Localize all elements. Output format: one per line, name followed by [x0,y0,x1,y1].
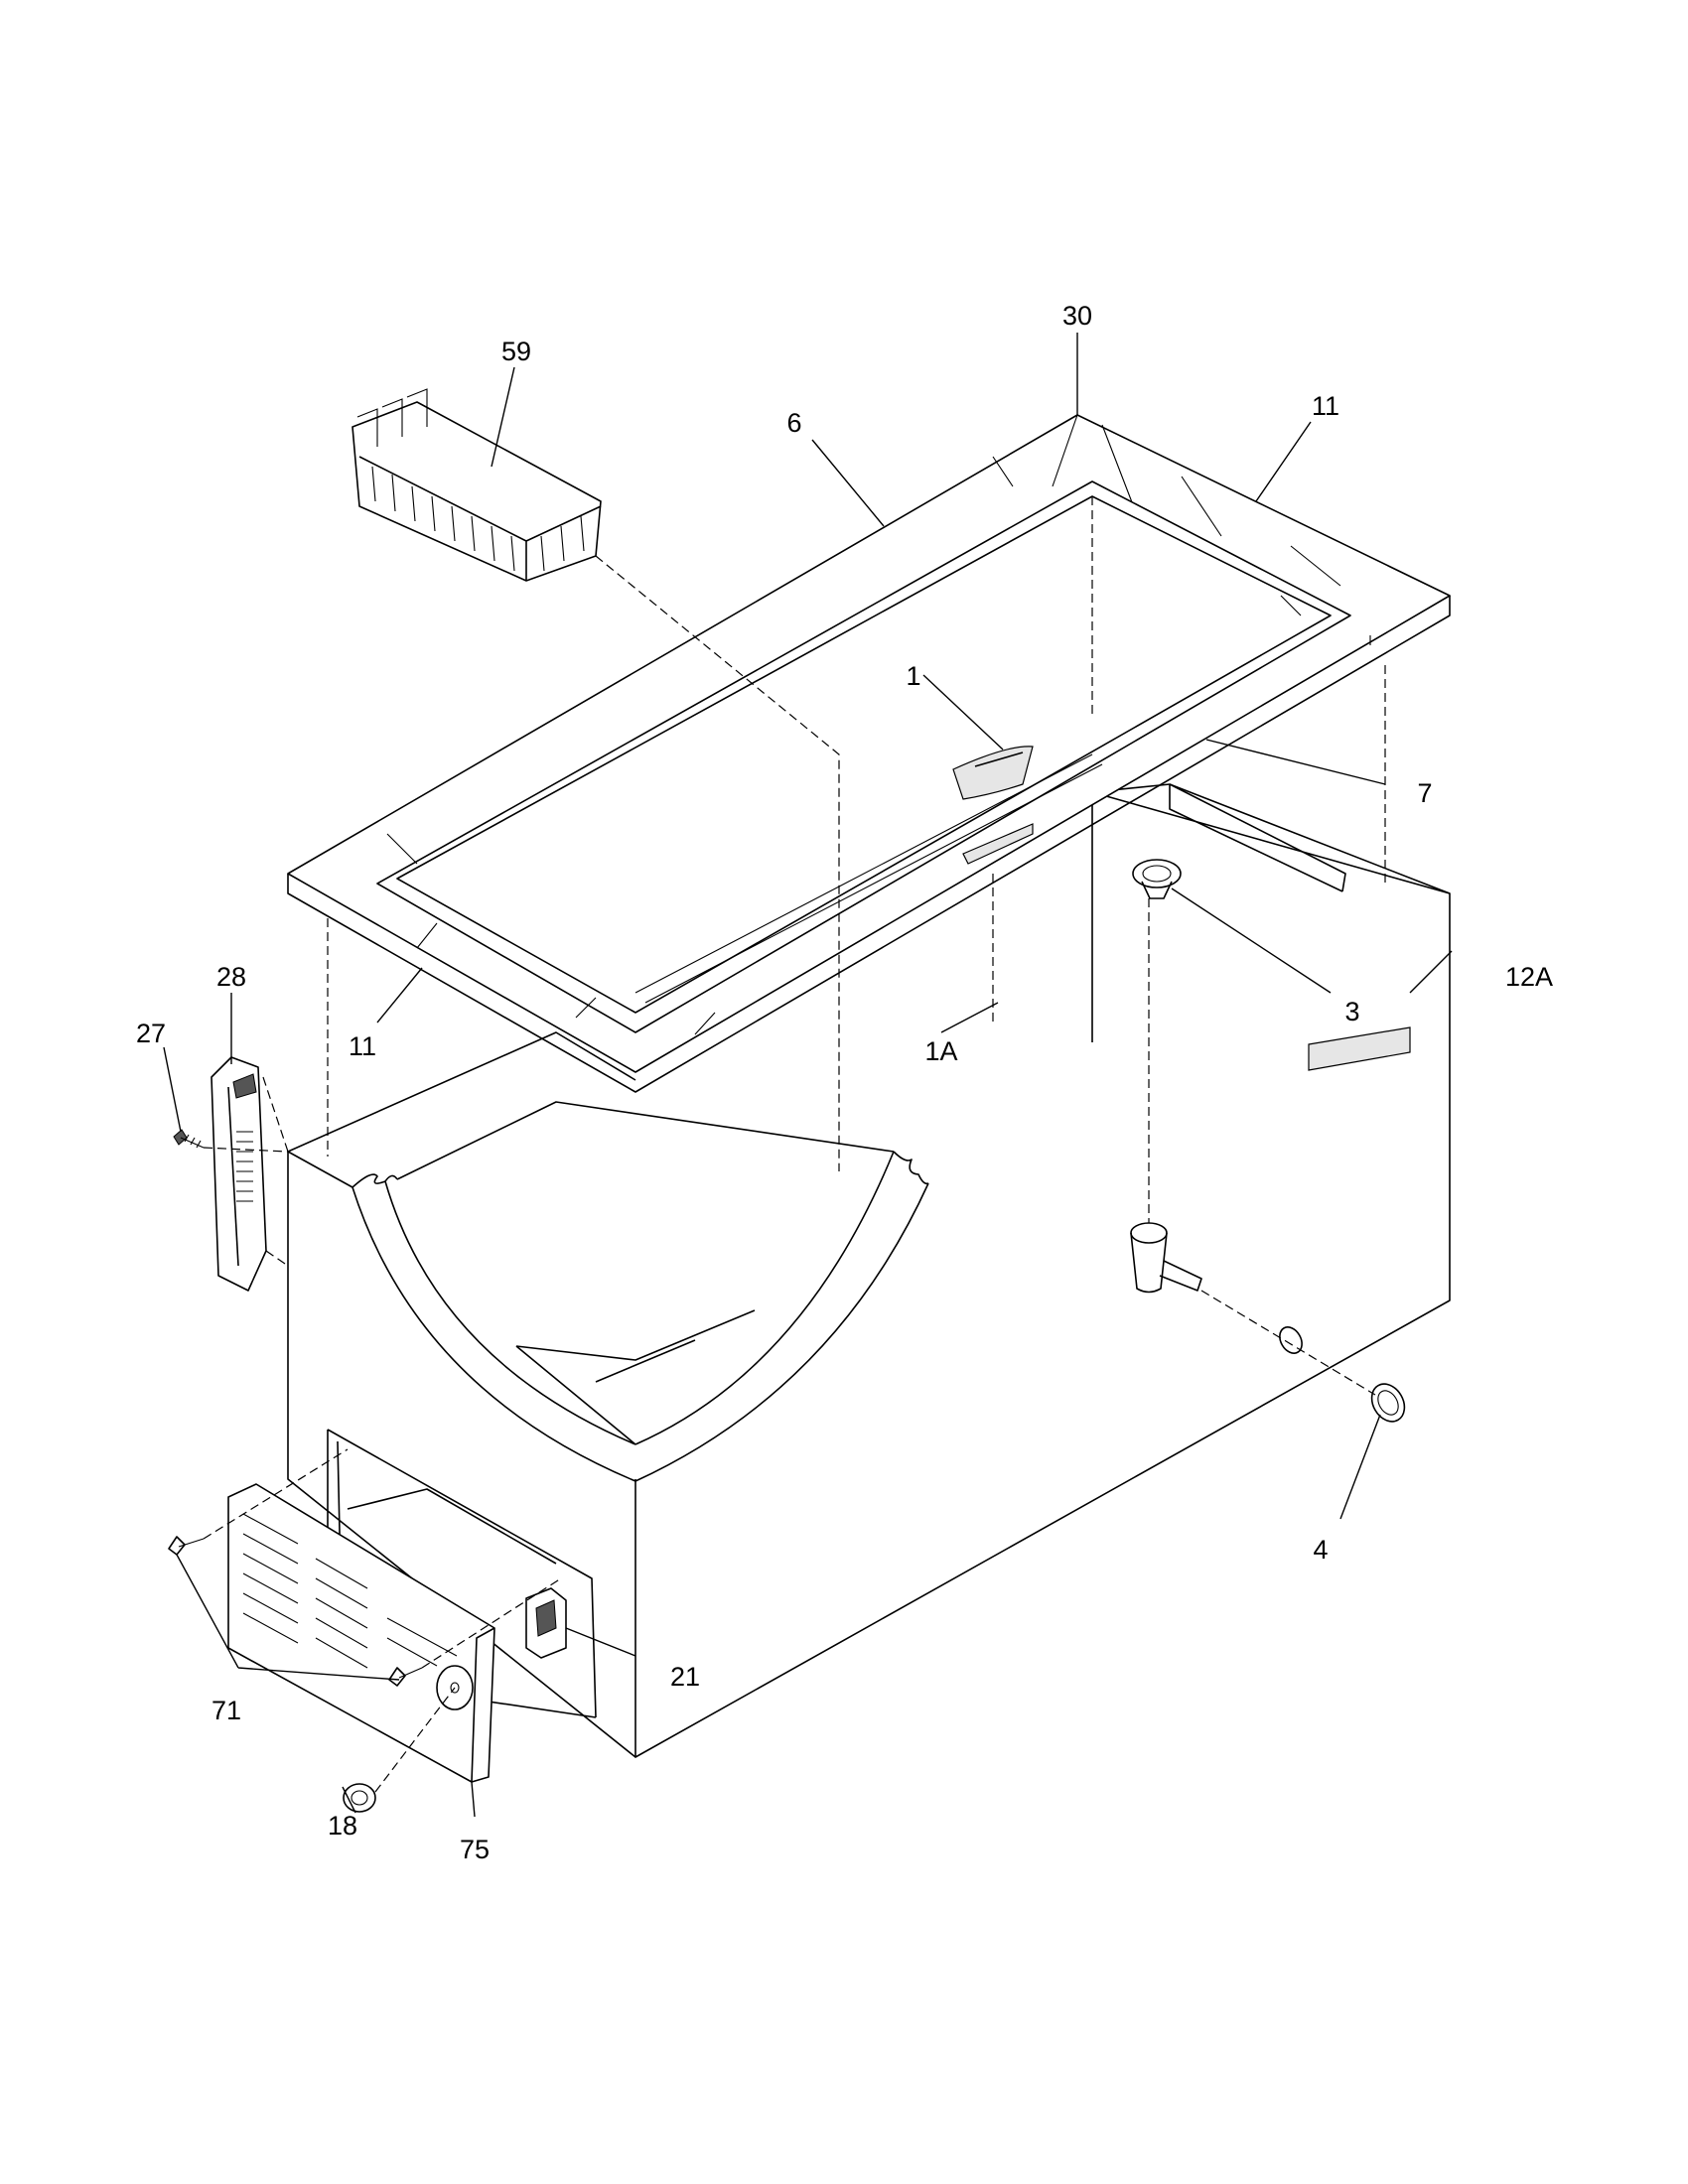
breaker-frame [287,414,1451,1093]
drain-tube-assembly [1130,1222,1303,1354]
callout-3: 3 [1344,997,1359,1026]
label-plate-12A [1308,1026,1411,1071]
callout-1: 1 [906,661,920,691]
drain-cap-part-4 [1370,1383,1406,1423]
callout-6: 6 [786,408,801,438]
screw-part-27 [173,1129,205,1149]
callout-labels: 59 30 6 11 1 7 3 12A 1A 11 28 27 4 21 71… [136,301,1553,1864]
callout-1A: 1A [924,1036,957,1066]
alignment-lines [203,496,1386,1793]
callout-18: 18 [328,1811,357,1841]
basket-part-59 [352,388,602,582]
hinge-part-28 [211,1056,267,1292]
callout-28: 28 [216,962,246,992]
callout-21: 21 [670,1662,700,1692]
callout-75: 75 [460,1835,490,1864]
callout-4: 4 [1313,1535,1328,1565]
callout-27: 27 [136,1019,166,1048]
handle-part-1 [952,746,1034,800]
grille-part-75 [227,1483,495,1783]
screws-part-71 [168,1536,423,1687]
callout-7: 7 [1417,778,1432,808]
callout-12A: 12A [1505,962,1553,992]
callout-30: 30 [1062,301,1092,331]
cabinet-body [287,783,1451,1758]
callout-59: 59 [501,337,531,366]
callout-leaders [163,333,1453,1818]
switch-part-21 [525,1587,567,1659]
callout-71: 71 [211,1696,241,1725]
callout-11-left: 11 [349,1031,376,1061]
callout-11-top: 11 [1312,391,1339,421]
drain-plug-part-3 [1132,859,1182,899]
